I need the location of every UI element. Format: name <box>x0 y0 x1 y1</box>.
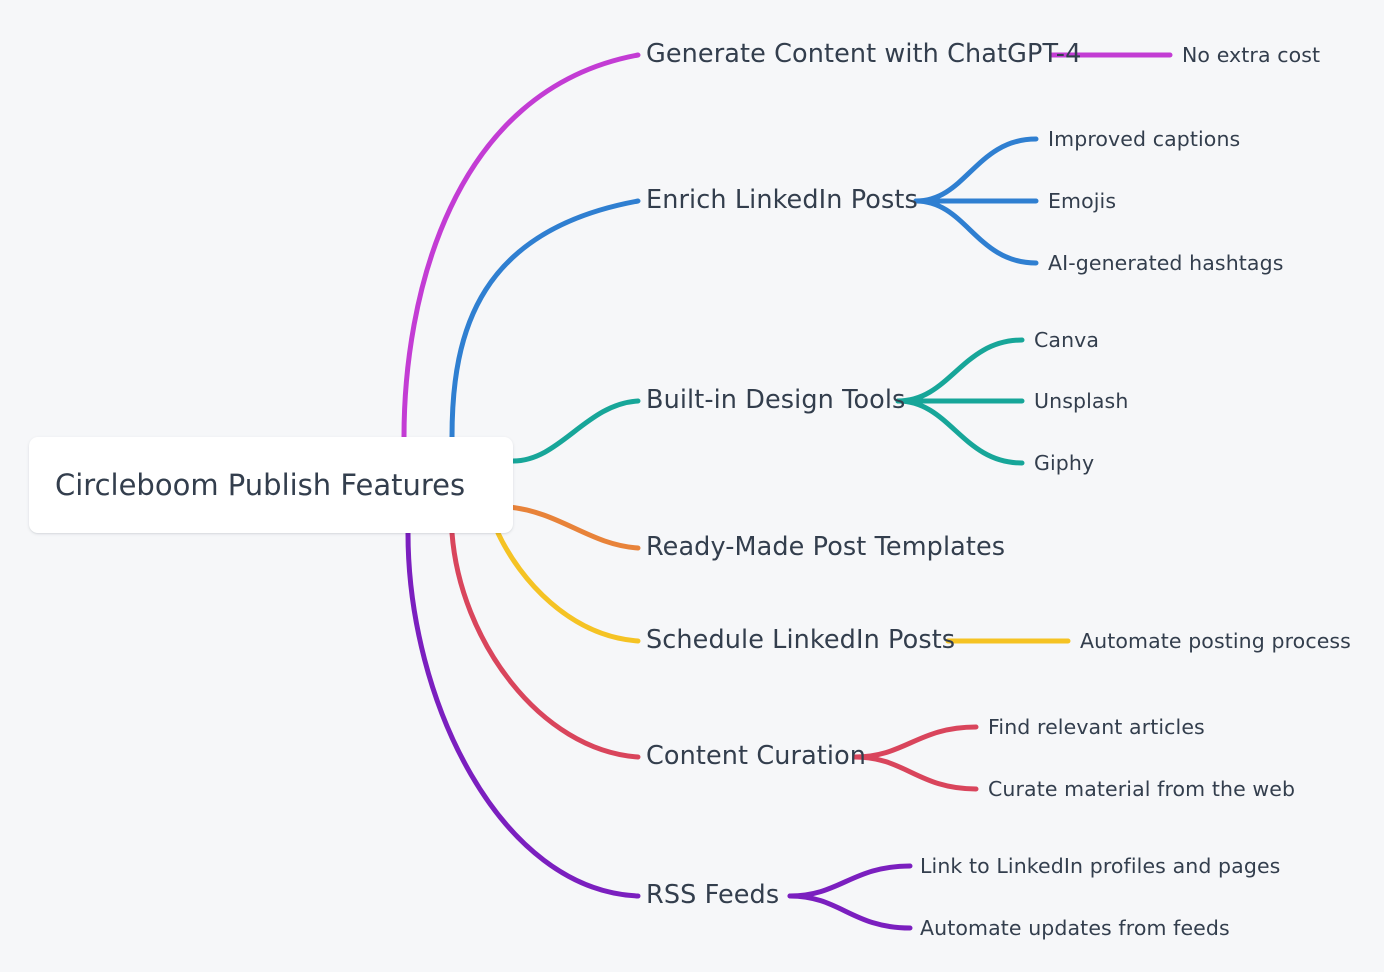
leaf-node-link-to-linkedin-profiles-and-pages[interactable]: Link to LinkedIn profiles and pages <box>920 856 1280 877</box>
edge-root-to-branch-2 <box>510 398 641 464</box>
leaf-node-canva[interactable]: Canva <box>1034 330 1099 351</box>
leaf-label-text: Giphy <box>1034 451 1095 475</box>
leaf-node-emojis[interactable]: Emojis <box>1048 191 1116 212</box>
leaf-node-giphy[interactable]: Giphy <box>1034 453 1094 474</box>
leaf-label-text: Curate material from the web <box>988 777 1296 801</box>
branch-label-text: Generate Content with ChatGPT-4 <box>646 39 1082 69</box>
edge-branch-2-to-leaf-2 <box>895 398 1025 466</box>
branch-node-generate-content-with-chatgpt-4[interactable]: Generate Content with ChatGPT-4 <box>646 39 1082 69</box>
root-node[interactable]: Circleboom Publish Features <box>29 437 513 533</box>
edge-root-to-branch-3 <box>506 504 641 551</box>
leaf-label-text: Find relevant articles <box>988 715 1205 739</box>
leaf-label-text: No extra cost <box>1182 43 1321 67</box>
edge-root-to-branch-6 <box>405 530 641 899</box>
branch-label-text: RSS Feeds <box>646 880 780 910</box>
branch-node-schedule-linkedin-posts[interactable]: Schedule LinkedIn Posts <box>646 625 956 655</box>
leaf-label-text: Link to LinkedIn profiles and pages <box>920 854 1281 878</box>
leaf-label-text: Automate posting process <box>1080 629 1351 653</box>
root-node-label: Circleboom Publish Features <box>55 467 466 502</box>
edge-branch-1-to-leaf-2 <box>913 198 1039 266</box>
edge-branch-6-to-leaf-0 <box>787 863 913 899</box>
branch-node-built-in-design-tools[interactable]: Built-in Design Tools <box>646 385 906 415</box>
leaf-label-text: Unsplash <box>1034 389 1129 413</box>
edge-branch-5-to-leaf-1 <box>852 754 979 792</box>
branch-label-text: Content Curation <box>646 741 867 771</box>
branch-node-enrich-linkedin-posts[interactable]: Enrich LinkedIn Posts <box>646 185 918 215</box>
edge-branch-5-to-leaf-0 <box>852 724 979 760</box>
edge-root-to-branch-4 <box>495 530 641 644</box>
edge-branch-6-to-leaf-1 <box>787 893 913 931</box>
leaf-label-text: Automate updates from feeds <box>920 916 1230 940</box>
leaf-label-text: Improved captions <box>1048 127 1241 151</box>
branch-node-content-curation[interactable]: Content Curation <box>646 741 867 771</box>
edge-branch-2-to-leaf-0 <box>895 337 1025 404</box>
leaf-node-unsplash[interactable]: Unsplash <box>1034 391 1128 412</box>
leaf-node-ai-generated-hashtags[interactable]: AI-generated hashtags <box>1048 253 1284 274</box>
leaf-label-text: Canva <box>1034 328 1100 352</box>
branch-label-text: Enrich LinkedIn Posts <box>646 185 918 215</box>
edge-root-to-branch-5 <box>449 530 641 760</box>
leaf-node-find-relevant-articles[interactable]: Find relevant articles <box>988 717 1205 738</box>
edge-root-to-branch-0 <box>401 52 641 440</box>
leaf-node-automate-posting-process[interactable]: Automate posting process <box>1080 631 1351 652</box>
branch-label-text: Schedule LinkedIn Posts <box>646 625 956 655</box>
leaf-node-automate-updates-from-feeds[interactable]: Automate updates from feeds <box>920 918 1230 939</box>
leaf-label-text: AI-generated hashtags <box>1048 251 1284 275</box>
edge-root-to-branch-1 <box>449 198 641 440</box>
branch-label-text: Built-in Design Tools <box>646 385 906 415</box>
branch-node-rss-feeds[interactable]: RSS Feeds <box>646 880 780 910</box>
leaf-node-improved-captions[interactable]: Improved captions <box>1048 129 1240 150</box>
branch-label-text: Ready-Made Post Templates <box>646 532 1006 562</box>
leaf-node-no-extra-cost[interactable]: No extra cost <box>1182 45 1320 66</box>
leaf-node-curate-material-from-the-web[interactable]: Curate material from the web <box>988 779 1295 800</box>
leaf-label-text: Emojis <box>1048 189 1117 213</box>
branch-node-ready-made-post-templates[interactable]: Ready-Made Post Templates <box>646 532 1006 562</box>
edge-branch-1-to-leaf-0 <box>913 136 1039 204</box>
